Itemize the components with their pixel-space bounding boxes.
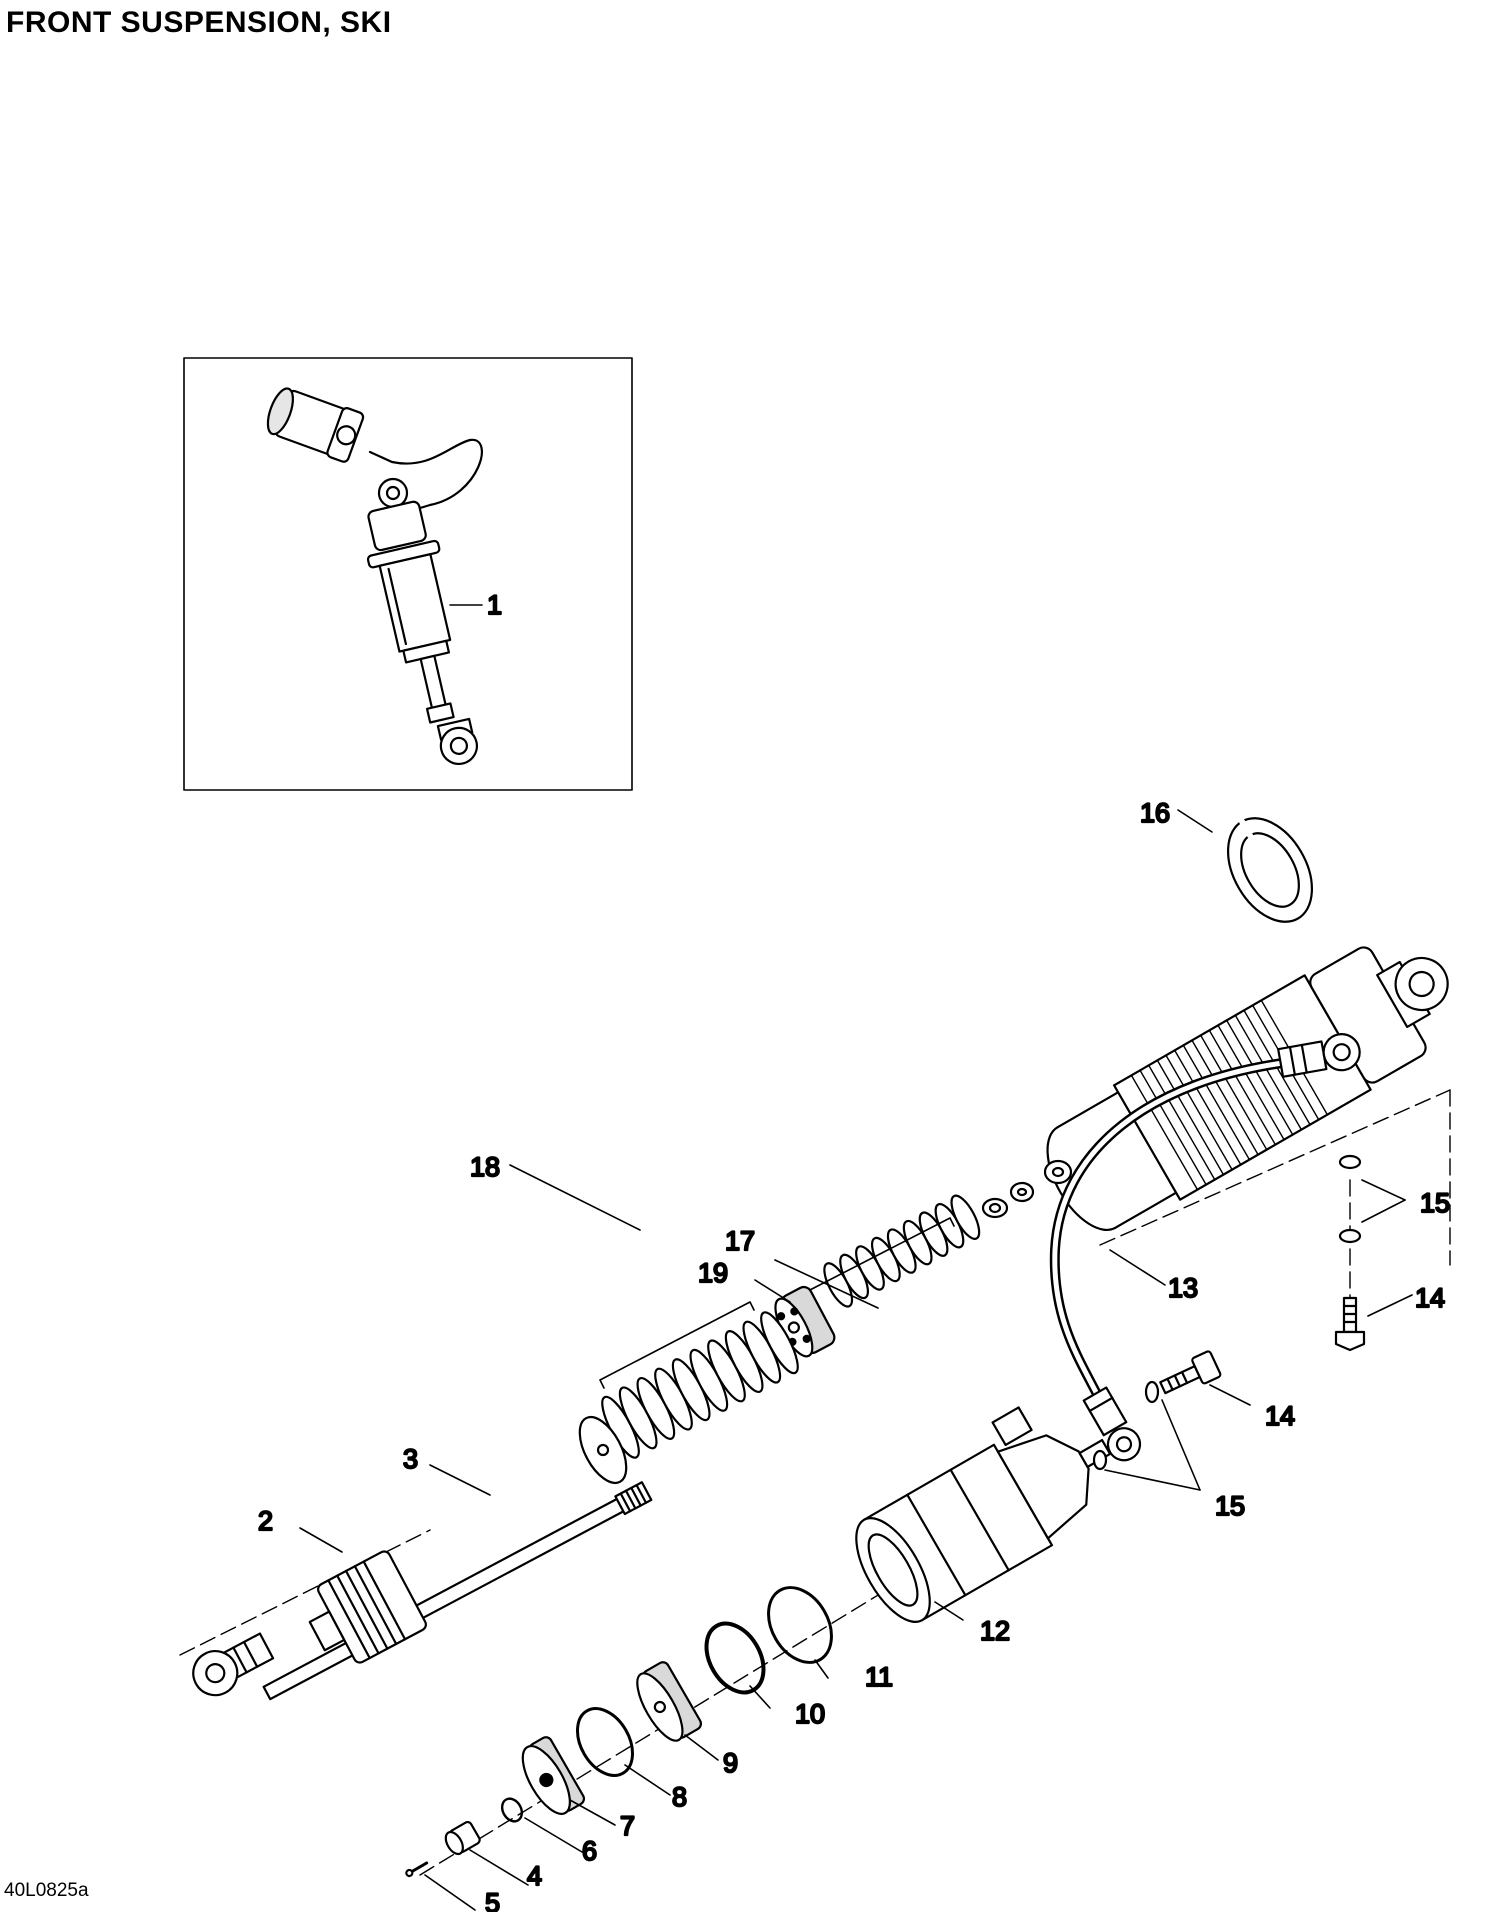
part-19-piston: [774, 1285, 836, 1358]
callout-2: 2: [258, 1506, 273, 1536]
part-13-hose: [1049, 1033, 1361, 1462]
callout-19: 19: [698, 1258, 728, 1288]
callout-11: 11: [865, 1662, 893, 1692]
callout-10: 10: [795, 1699, 825, 1729]
inset-frame: [183, 357, 633, 791]
part-14-bolt-vertical: [1334, 1296, 1366, 1352]
bracket-18: [599, 1301, 755, 1389]
callout-14-lower: 14: [1265, 1401, 1295, 1431]
part-15-rings: [1092, 1154, 1362, 1471]
part-11-o-ring: [767, 1586, 833, 1664]
inset-shock-absorber: [266, 387, 483, 765]
part-9-cap: [636, 1661, 703, 1742]
callout-4: 4: [527, 1861, 542, 1891]
callout-17: 17: [725, 1226, 755, 1256]
shock-body: [1046, 946, 1449, 1232]
callout-7: 7: [620, 1811, 635, 1841]
part-18-spring: [601, 1311, 799, 1459]
callout-1: 1: [487, 590, 502, 620]
callout-13: 13: [1168, 1273, 1198, 1303]
shaft-eye: [192, 1632, 275, 1697]
part-5-valve-core: [405, 1861, 429, 1878]
part-12-reservoir: [855, 1406, 1112, 1623]
callout-15-lower: 15: [1215, 1491, 1245, 1521]
part-4-valve: [444, 1820, 481, 1856]
callout-3: 3: [403, 1444, 418, 1474]
assembly-center-lines: [179, 1089, 1451, 1876]
part-8-end-cap: [521, 1736, 586, 1815]
spring-seat-washer: [578, 1416, 628, 1484]
part-14-bolt-angled: [1159, 1350, 1222, 1395]
part-10-snap-ring: [704, 1621, 766, 1695]
callout-6: 6: [582, 1836, 597, 1866]
nut-and-washers: [981, 1159, 1073, 1219]
callout-15-upper: 15: [1420, 1188, 1450, 1218]
part-16-shield: [1226, 817, 1314, 923]
callout-5: 5: [485, 1888, 500, 1912]
callout-8: 8: [672, 1782, 687, 1812]
callout-12: 12: [980, 1616, 1010, 1646]
figure-code: 40L0825a: [4, 1880, 89, 1901]
leader-lines: [299, 604, 1413, 1911]
page-title: FRONT SUSPENSION, SKI: [6, 6, 392, 39]
part-17-spring: [823, 1194, 981, 1308]
part-7-o-ring: [576, 1707, 634, 1777]
callout-9: 9: [723, 1748, 738, 1778]
callout-18: 18: [470, 1152, 500, 1182]
part-2-seal-head: [308, 1550, 427, 1664]
part-6-o-ring: [500, 1797, 524, 1823]
callout-14-upper: 14: [1415, 1283, 1445, 1313]
callout-16: 16: [1140, 798, 1170, 828]
